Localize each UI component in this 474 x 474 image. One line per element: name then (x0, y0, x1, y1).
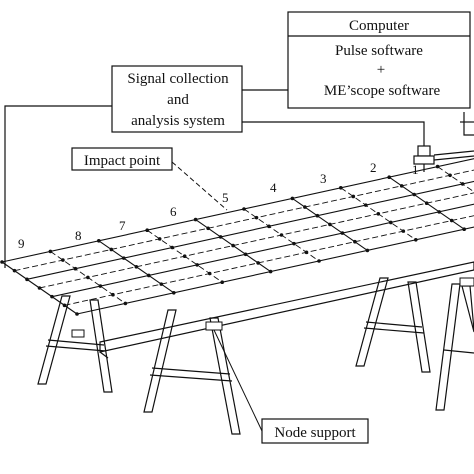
point-number-3: 3 (320, 171, 327, 186)
computer-line-mescope: ME’scope software (324, 83, 441, 99)
grid-node (182, 254, 187, 258)
grid-node (462, 227, 467, 231)
grid-node (460, 182, 465, 186)
grid-node (353, 239, 357, 244)
space-grid-lines (1, 158, 474, 315)
grid-node (48, 249, 53, 254)
grid-node (256, 261, 260, 265)
grid-node (25, 277, 29, 282)
grid-node (315, 213, 320, 218)
grid-node (414, 238, 418, 242)
grid-chord-line (76, 226, 474, 315)
signal-box-line2: and (167, 92, 189, 108)
grid-node (50, 294, 54, 299)
grid-node (290, 196, 295, 201)
impact-point-callout: Impact point (71, 147, 228, 211)
grid-node (207, 271, 212, 276)
support-frames (37, 261, 474, 435)
grid-node (220, 280, 224, 285)
grid-node (73, 266, 78, 271)
grid-node (61, 258, 65, 262)
grid-node (389, 220, 393, 225)
grid-node (37, 286, 42, 290)
computer-line-pulse: Pulse software (335, 43, 423, 59)
grid-node (172, 291, 176, 295)
grid-node (412, 192, 417, 197)
grid-node (364, 203, 368, 207)
grid-node (339, 186, 343, 190)
point-number-1: 1 (412, 162, 419, 177)
computer-box: Computer Pulse software + ME’scope softw… (287, 11, 471, 109)
point-number-2: 2 (370, 160, 377, 175)
grid-node (340, 231, 345, 235)
node-support-label: Node support (274, 425, 356, 441)
grid-node (435, 164, 440, 169)
grid-node (62, 303, 67, 308)
space-grid-nodes (0, 164, 467, 316)
grid-node (86, 275, 90, 280)
grid-node (170, 245, 174, 250)
signal-box-line1: Signal collection (127, 71, 229, 87)
signal-box-line3: analysis system (131, 113, 225, 129)
grid-node (147, 273, 151, 278)
grid-node (122, 256, 126, 260)
impact-hammer-icon (413, 145, 474, 172)
grid-node (268, 269, 273, 274)
connection-lines (4, 89, 474, 268)
grid-node (231, 243, 235, 248)
grid-node (328, 222, 332, 227)
grid-node (437, 210, 442, 214)
computer-title: Computer (349, 18, 409, 34)
point-number-8: 8 (75, 228, 82, 243)
grid-node (97, 239, 101, 243)
grid-node (401, 229, 406, 233)
point-numbers: 1 2 3 4 5 6 7 8 9 (18, 160, 419, 251)
grid-node (243, 252, 248, 257)
grid-node (145, 228, 149, 232)
grid-node (304, 250, 309, 255)
grid-node (111, 292, 115, 297)
impact-point-label: Impact point (84, 153, 161, 169)
computer-plus: + (377, 62, 385, 78)
grid-node (12, 268, 17, 273)
grid-node (123, 301, 128, 306)
grid-node (75, 312, 79, 316)
grid-node (376, 212, 381, 216)
grid-node (242, 207, 246, 211)
grid-node (448, 173, 452, 178)
grid-node (157, 237, 162, 241)
point-number-4: 4 (270, 180, 277, 195)
point-number-9: 9 (18, 236, 25, 251)
grid-node (399, 184, 404, 188)
point-number-7: 7 (119, 218, 126, 233)
grid-node (109, 247, 114, 252)
grid-node (267, 224, 271, 229)
grid-node (193, 217, 198, 222)
grid-chord-line (64, 215, 474, 306)
grid-node (159, 282, 164, 286)
node-supports (71, 277, 474, 338)
grid-chord-line (1, 158, 474, 263)
grid-node (206, 226, 210, 231)
grid-node (303, 205, 307, 209)
grid-node (0, 260, 4, 264)
grid-node (195, 263, 199, 267)
grid-node (279, 233, 284, 237)
grid-node (218, 235, 223, 239)
grid-node (98, 284, 103, 288)
grid-node (365, 248, 370, 253)
point-number-5: 5 (222, 190, 229, 205)
grid-node (254, 215, 259, 220)
grid-node (292, 241, 296, 246)
node-support-callout: Node support (213, 329, 369, 444)
grid-node (351, 194, 356, 199)
grid-node (424, 201, 429, 205)
grid-node (317, 259, 321, 263)
signal-collection-box: Signal collection and analysis system (111, 65, 243, 133)
grid-node (134, 265, 139, 269)
point-number-6: 6 (170, 204, 177, 219)
grid-node (449, 218, 454, 223)
grid-node (387, 175, 392, 179)
